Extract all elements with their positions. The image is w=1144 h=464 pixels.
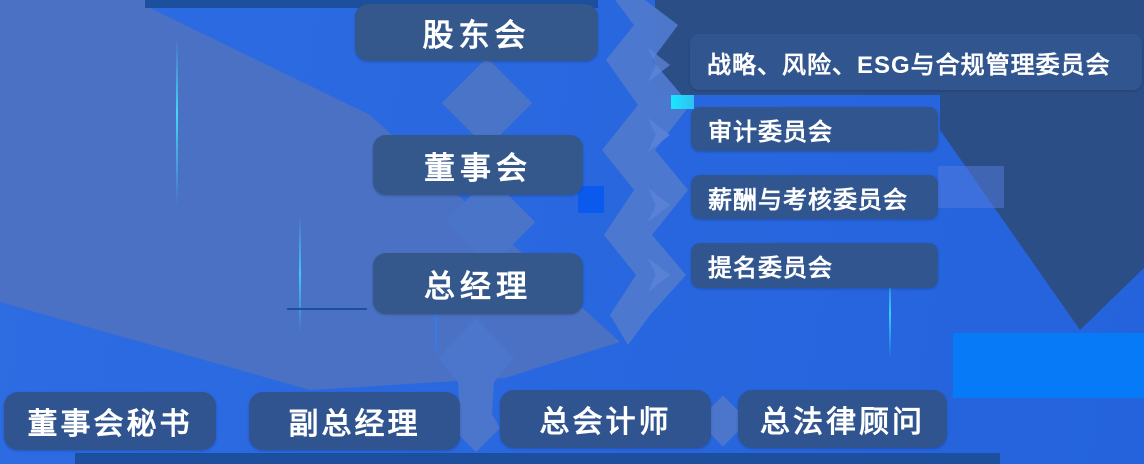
chevron-right-decor — [648, 188, 670, 222]
exec-label: 副总经理 — [288, 408, 421, 441]
exec-label: 总会计师 — [539, 406, 672, 439]
node-deputy-general-manager: 副总经理 — [249, 392, 460, 450]
node-label: 董事会 — [424, 150, 532, 186]
node-remuneration-appraisal-committee: 薪酬与考核委员会 — [691, 175, 938, 219]
node-audit-committee: 审计委员会 — [691, 107, 938, 151]
azure-block-decor — [953, 333, 1144, 398]
cyan-vertical-line — [889, 270, 891, 358]
cyan-vertical-line — [299, 215, 301, 333]
committee-label: 薪酬与考核委员会 — [708, 186, 908, 214]
blue-vertical-line — [435, 292, 437, 350]
navy-horizontal-line — [287, 308, 367, 310]
chevron-right-decor — [648, 48, 670, 82]
committee-label: 提名委员会 — [708, 255, 833, 282]
committee-label: 战略、风险、ESG与合规管理委员会 — [707, 51, 1111, 79]
node-label: 股东会 — [422, 18, 531, 53]
node-strategy-risk-esg-compliance-committee: 战略、风险、ESG与合规管理委员会 — [690, 34, 1142, 90]
node-general-legal-counsel: 总法律顾问 — [738, 390, 947, 448]
node-nomination-committee: 提名委员会 — [691, 243, 938, 288]
cyan-accent-chip — [671, 95, 694, 109]
exec-label: 董事会秘书 — [27, 408, 193, 441]
node-label: 总经理 — [424, 269, 532, 304]
bottom-navy-bar — [75, 453, 1000, 464]
node-shareholders-meeting: 股东会 — [355, 4, 598, 61]
node-general-manager: 总经理 — [373, 253, 583, 314]
side-band-decor — [938, 166, 1004, 208]
chevron-right-decor — [648, 118, 670, 152]
node-chief-accountant: 总会计师 — [500, 390, 711, 448]
committee-label: 审计委员会 — [708, 118, 833, 146]
chevron-right-decor — [648, 258, 670, 292]
cyan-vertical-line — [176, 38, 178, 206]
node-board-secretary: 董事会秘书 — [4, 392, 216, 450]
exec-label: 总法律顾问 — [760, 406, 925, 439]
bright-square-decor — [578, 186, 604, 213]
node-board-of-directors: 董事会 — [373, 135, 583, 195]
